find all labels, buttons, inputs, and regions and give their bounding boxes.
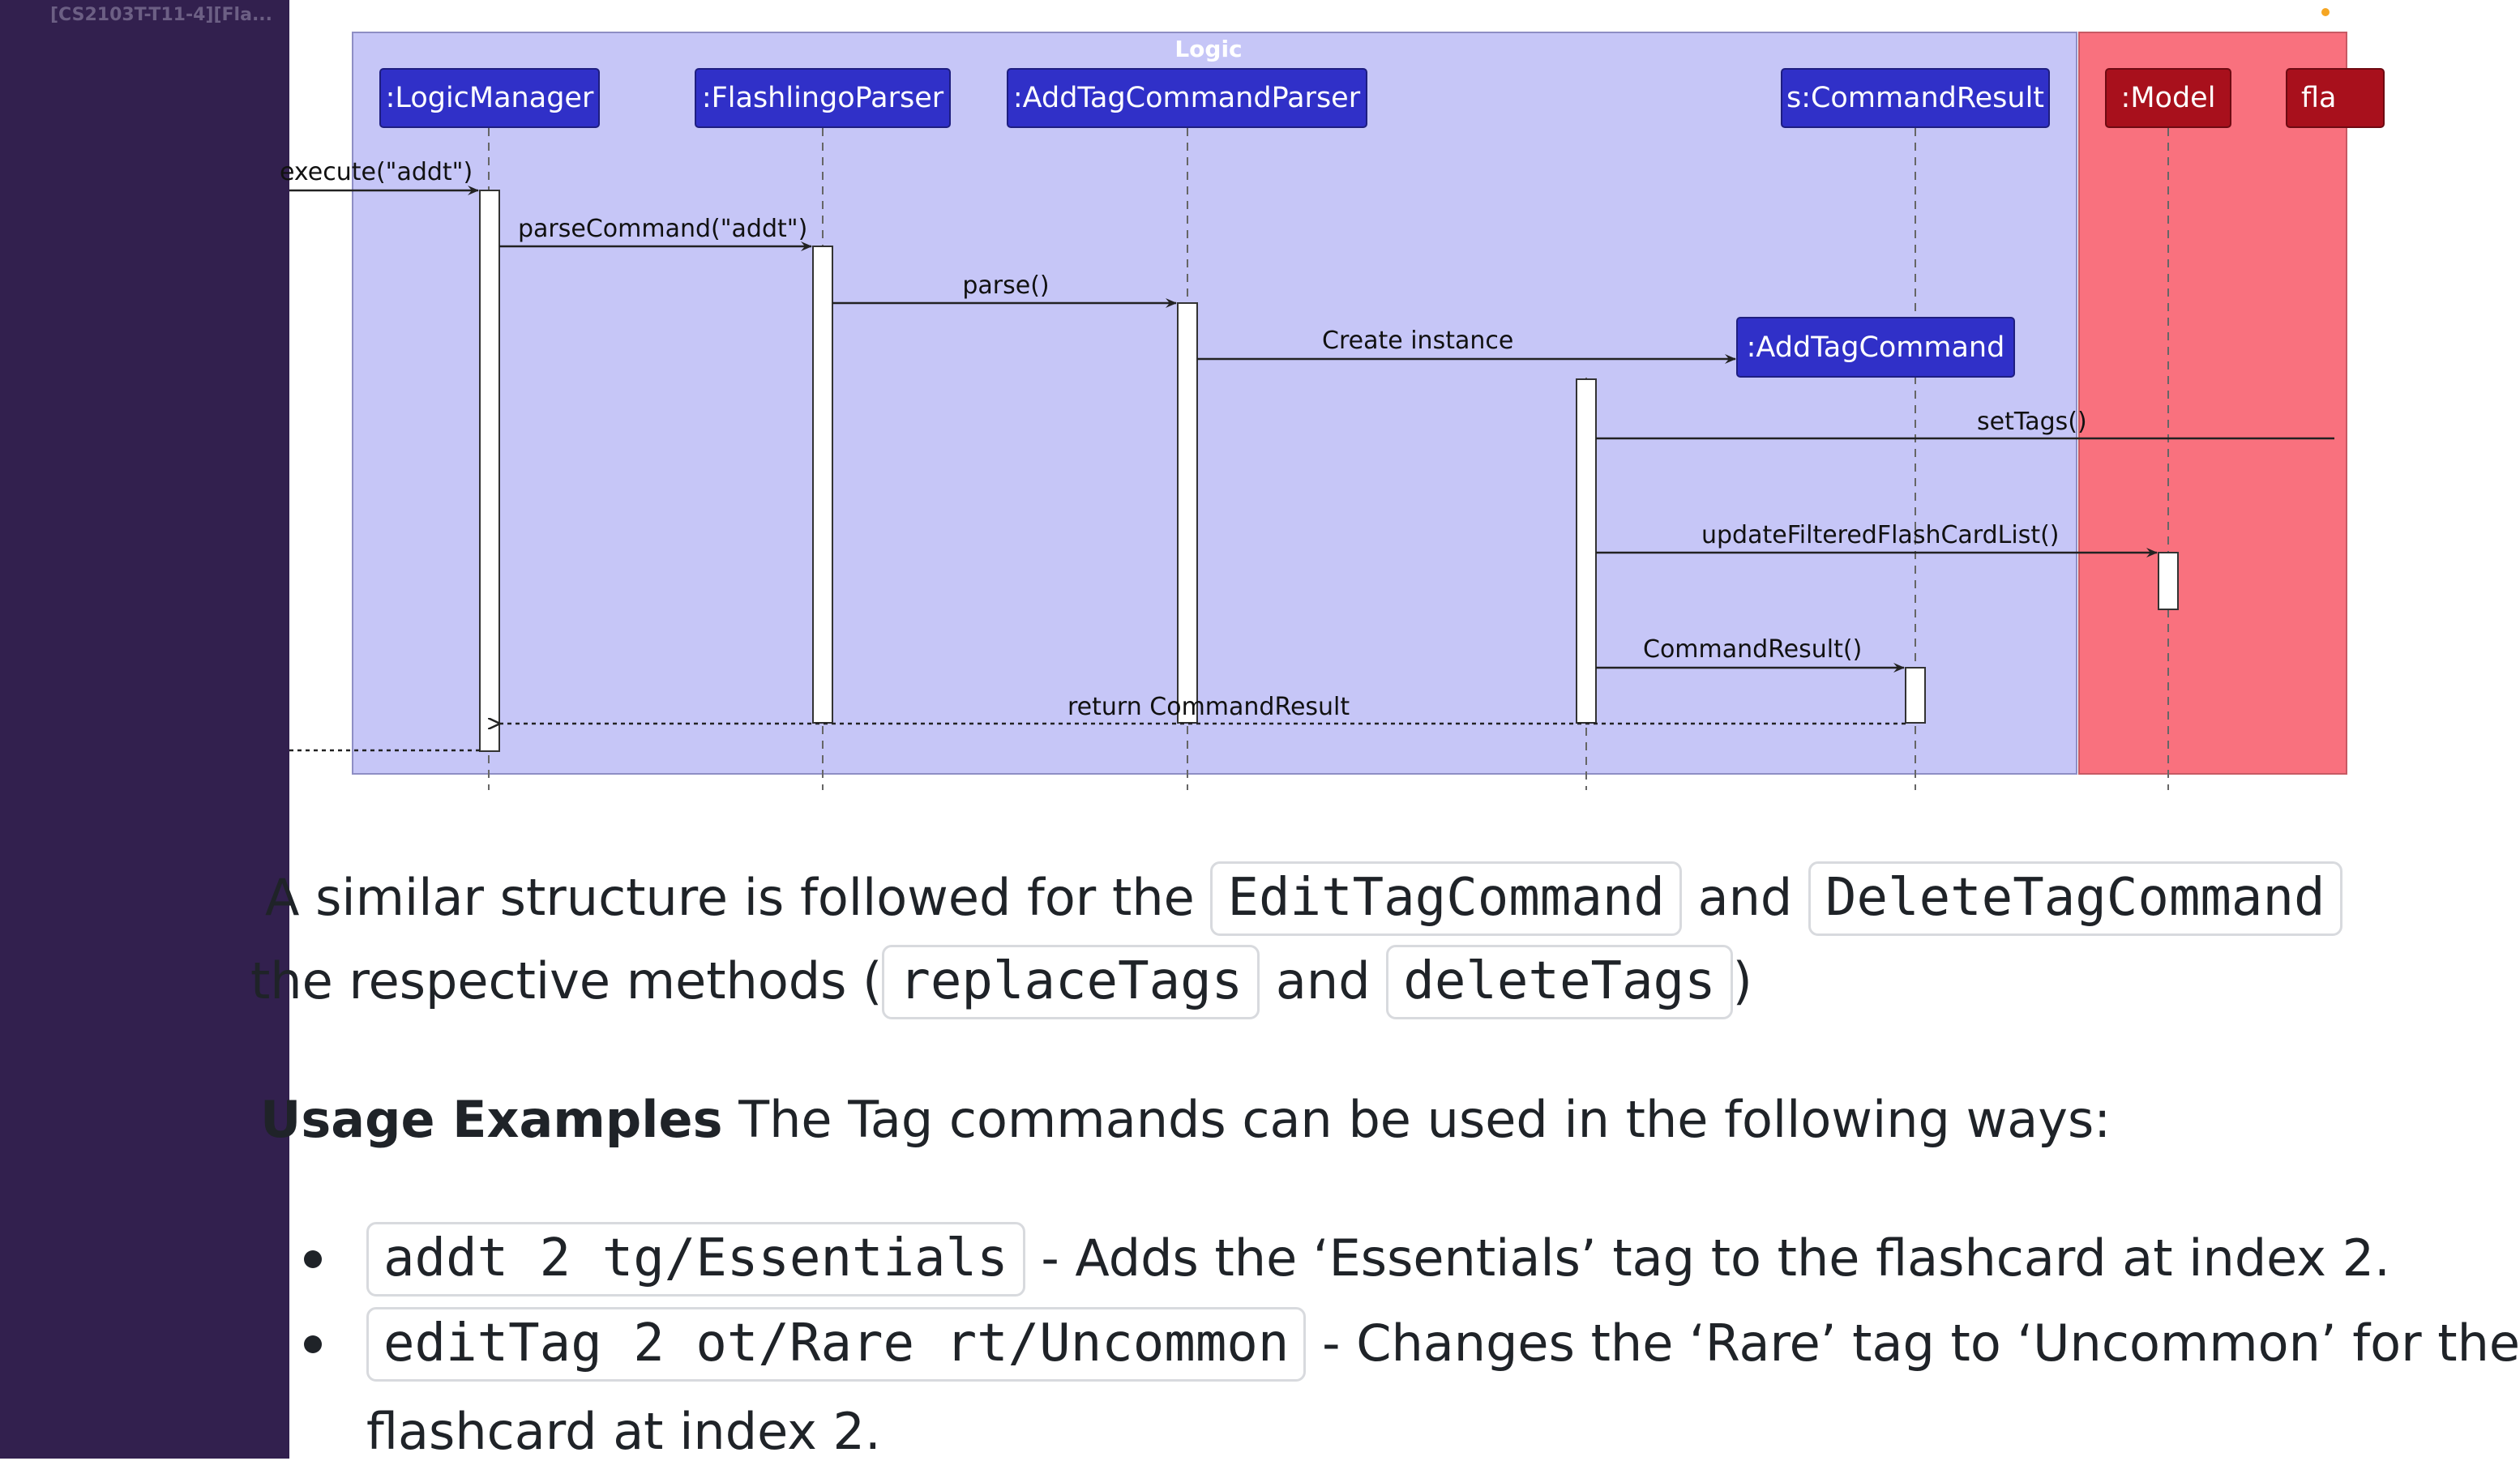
paragraph-line-1: A similar structure is followed for the … — [265, 861, 2342, 936]
usage-intro: The Tag commands can be used in the foll… — [738, 1090, 2111, 1149]
paragraph-text-2: the respective methods ( — [250, 951, 883, 1010]
participant-command-result-box — [1781, 68, 2050, 128]
participant-model: :Model — [2121, 82, 2216, 114]
code-edittag-example: editTag 2 ot/Rare rt/Uncommon — [366, 1307, 1307, 1382]
msg-return-command-result: return CommandResult — [1067, 693, 1350, 721]
activation-flashlingo-parser — [812, 246, 833, 724]
paragraph-suffix-2: ) — [1732, 951, 1752, 1010]
msg-update-filtered: updateFilteredFlashCardList() — [1701, 521, 2060, 549]
participant-logic-manager-box — [379, 68, 600, 128]
list-item-2-continuation-text: flashcard at index 2. — [366, 1402, 881, 1461]
participant-model-box — [2105, 68, 2231, 128]
list-item-2: editTag 2 ot/Rare rt/Uncommon - Changes … — [366, 1307, 2520, 1382]
participant-logic-manager: :LogicManager — [386, 82, 594, 114]
msg-set-tags: setTags() — [1977, 408, 2087, 436]
list-bullet-1 — [304, 1250, 322, 1268]
participant-add-tag-command-parser: :AddTagCommandParser — [1013, 82, 1361, 114]
paragraph-text-1: A similar structure is followed for the — [265, 868, 1195, 927]
participant-add-tag-command: :AddTagCommand — [1747, 331, 2005, 364]
document-content: Logic :LogicManager :FlashlingoParser :A… — [250, 0, 2520, 1461]
notification-dot-icon — [2321, 8, 2330, 16]
msg-parse-command: parseCommand("addt") — [518, 215, 807, 243]
activation-logic-manager — [479, 190, 500, 752]
sequence-diagram: Logic :LogicManager :FlashlingoParser :A… — [280, 0, 2385, 810]
paragraph-line-2: the respective methods (replaceTags and … — [250, 945, 1752, 1019]
model-frame — [2078, 32, 2347, 775]
list-item-1-desc: - Adds the ‘Essentials’ tag to the flash… — [1041, 1228, 2390, 1288]
logic-frame — [352, 32, 2077, 775]
participant-flashlingo-parser: :FlashlingoParser — [702, 82, 944, 114]
participant-flashlingo-parser-box — [695, 68, 951, 128]
paragraph-and-1: and — [1697, 868, 1793, 927]
code-addt-example: addt 2 tg/Essentials — [366, 1222, 1025, 1297]
list-item-2-desc: - Changes the ‘Rare’ tag to ‘Uncommon’ f… — [1322, 1314, 2520, 1373]
participant-command-result: s:CommandResult — [1786, 82, 2044, 114]
msg-execute: execute("addt") — [280, 158, 473, 186]
code-delete-tag-command: DeleteTagCommand — [1808, 861, 2342, 936]
list-bullet-2 — [304, 1335, 322, 1353]
sidebar: [CS2103T-T11-4][Fla... — [0, 0, 289, 1459]
msg-parse: parse() — [962, 271, 1049, 300]
logic-frame-label: Logic — [1174, 36, 1242, 62]
browser-tab-title[interactable]: [CS2103T-T11-4][Fla... — [50, 5, 273, 25]
list-item-1: addt 2 tg/Essentials - Adds the ‘Essenti… — [366, 1222, 2390, 1297]
msg-create-instance: Create instance — [1322, 327, 1513, 355]
usage-line: Usage Examples The Tag commands can be u… — [260, 1090, 2111, 1149]
participant-model-neighbor-box — [2286, 68, 2385, 128]
activation-command-result — [1905, 667, 1926, 724]
code-edit-tag-command: EditTagCommand — [1210, 861, 1682, 936]
participant-add-tag-command-box — [1736, 317, 2015, 378]
activation-model — [2158, 552, 2179, 610]
msg-command-result: CommandResult() — [1643, 635, 1862, 664]
participant-model-neighbor: fla — [2301, 82, 2337, 114]
code-delete-tags: deleteTags — [1386, 945, 1733, 1019]
list-item-2-continuation: flashcard at index 2. — [366, 1402, 881, 1461]
paragraph-and-2: and — [1275, 951, 1371, 1010]
activation-add-tag-command-parser — [1177, 302, 1198, 724]
activation-add-tag-command — [1576, 378, 1597, 724]
usage-heading: Usage Examples — [260, 1090, 723, 1149]
participant-add-tag-command-parser-box — [1007, 68, 1367, 128]
code-replace-tags: replaceTags — [882, 945, 1260, 1019]
